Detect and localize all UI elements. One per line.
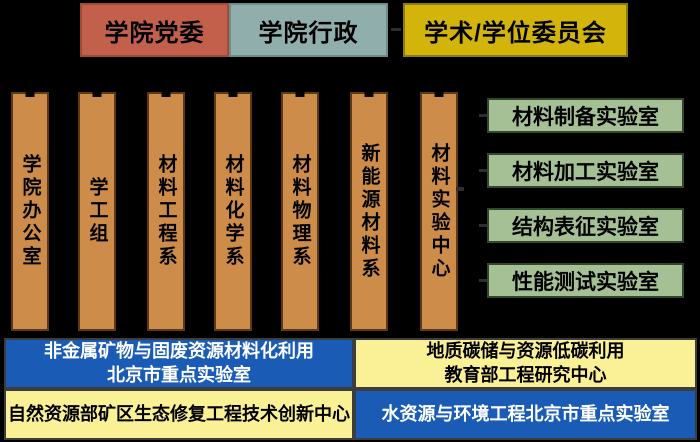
center-line-1: 地质碳储与资源低碳利用 — [426, 341, 625, 362]
column-college-office: 学院办公室 — [11, 92, 49, 331]
connector-lab-2 — [479, 169, 487, 172]
party-committee-box: 学院党委 — [80, 3, 229, 57]
center-water-resources-key-lab: 水资源与环境工程北京市重点实验室 — [354, 389, 697, 440]
connector-stub — [295, 92, 305, 97]
connector-stub — [364, 92, 374, 97]
column-student-affairs: 学工组 — [78, 92, 116, 331]
center-line-2: 教育部工程研究中心 — [444, 364, 607, 385]
academic-committee-box: 学术/学位委员会 — [403, 3, 628, 57]
lab-materials-preparation: 材料制备实验室 — [487, 98, 684, 133]
connector-lab-1 — [479, 114, 487, 117]
column-new-energy-materials: 新能源材料系 — [350, 92, 388, 331]
lab-materials-processing: 材料加工实验室 — [487, 153, 684, 188]
column-label: 学工组 — [86, 177, 108, 246]
center-line-1: 水资源与环境工程北京市重点实验室 — [381, 403, 670, 424]
column-materials-engineering: 材料工程系 — [147, 92, 185, 331]
connector-lab-3 — [479, 224, 487, 227]
center-line-2: 北京市重点实验室 — [107, 364, 251, 385]
connector-stub — [434, 92, 444, 97]
connector-stub — [25, 92, 35, 97]
column-label: 材料化学系 — [222, 154, 244, 269]
connector-experiment-center — [456, 187, 464, 191]
connector-stub — [92, 92, 102, 97]
connector-stub — [161, 92, 171, 97]
center-line-1: 自然资源部矿区生态修复工程技术创新中心 — [8, 403, 350, 424]
lab-performance-testing: 性能测试实验室 — [487, 263, 684, 298]
center-line-1: 非金属矿物与固废资源材料化利用 — [44, 341, 314, 362]
column-label: 材料工程系 — [155, 154, 177, 269]
column-materials-physics: 材料物理系 — [281, 92, 319, 331]
connector-admin-committee — [391, 28, 401, 31]
column-label: 材料物理系 — [289, 154, 311, 269]
column-materials-chemistry: 材料化学系 — [214, 92, 252, 331]
center-nonmetal-minerals-key-lab: 非金属矿物与固废资源材料化利用 北京市重点实验室 — [4, 338, 354, 389]
center-geological-carbon-storage: 地质碳储与资源低碳利用 教育部工程研究中心 — [354, 338, 697, 389]
administration-box: 学院行政 — [229, 3, 388, 57]
connector-lab-4 — [479, 279, 487, 282]
column-label: 材料实验中心 — [428, 142, 450, 281]
center-ecological-restoration: 自然资源部矿区生态修复工程技术创新中心 — [4, 389, 354, 440]
column-label: 学院办公室 — [19, 154, 41, 269]
lab-structure-characterization: 结构表征实验室 — [487, 208, 684, 243]
connector-stub — [228, 92, 238, 97]
column-experiment-center: 材料实验中心 — [420, 92, 458, 331]
column-label: 新能源材料系 — [358, 142, 380, 281]
